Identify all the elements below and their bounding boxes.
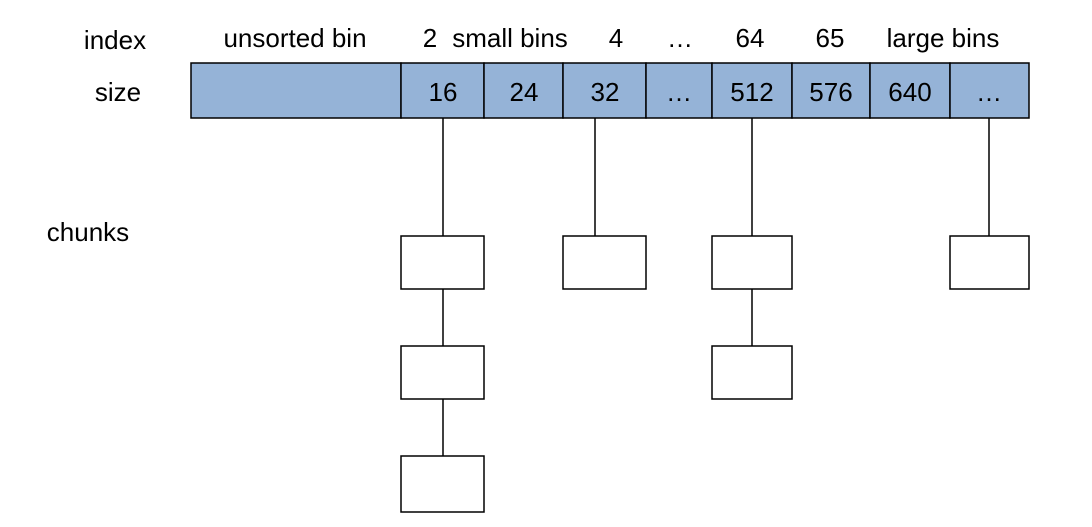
size-cell-ellipsis-small [645,62,713,119]
chunk-box [711,235,793,290]
index-label-ellipsis: … [667,23,693,53]
index-label-2: 2 [423,23,437,53]
chunk-box [400,345,485,400]
size-row-labels: 16 24 32 … 512 576 640 … [429,77,1002,107]
size-cell-640 [869,62,951,119]
size-value-512: 512 [730,77,773,107]
chunk-box [711,345,793,400]
row-label-index: index [84,25,146,55]
chunk-box [400,235,485,290]
size-cell-512 [711,62,793,119]
chunk-box [562,235,647,290]
chunk-box [400,455,485,513]
size-cell-16 [400,62,485,119]
index-label-unsorted-bin: unsorted bin [223,23,366,53]
index-label-65: 65 [816,23,845,53]
index-label-small-bins: small bins [452,23,568,53]
size-value-16: 16 [429,77,458,107]
row-label-chunks: chunks [47,217,129,247]
size-cell-576 [791,62,871,119]
size-row [190,62,1030,119]
index-label-4: 4 [609,23,623,53]
chunk-list-large [949,118,1030,290]
size-cell-24 [483,62,564,119]
size-cell-unsorted [190,62,402,119]
index-label-large-bins: large bins [887,23,1000,53]
chunk-list-512 [711,118,793,400]
size-value-24: 24 [510,77,539,107]
size-value-32: 32 [591,77,620,107]
size-value-ellipsis-large: … [976,77,1002,107]
row-label-size: size [95,77,141,107]
chunk-list-16 [400,118,485,513]
size-value-576: 576 [809,77,852,107]
index-label-64: 64 [736,23,765,53]
chunk-list-32 [562,118,647,290]
chunk-box [949,235,1030,290]
size-value-ellipsis-small: … [666,77,692,107]
size-value-640: 640 [888,77,931,107]
